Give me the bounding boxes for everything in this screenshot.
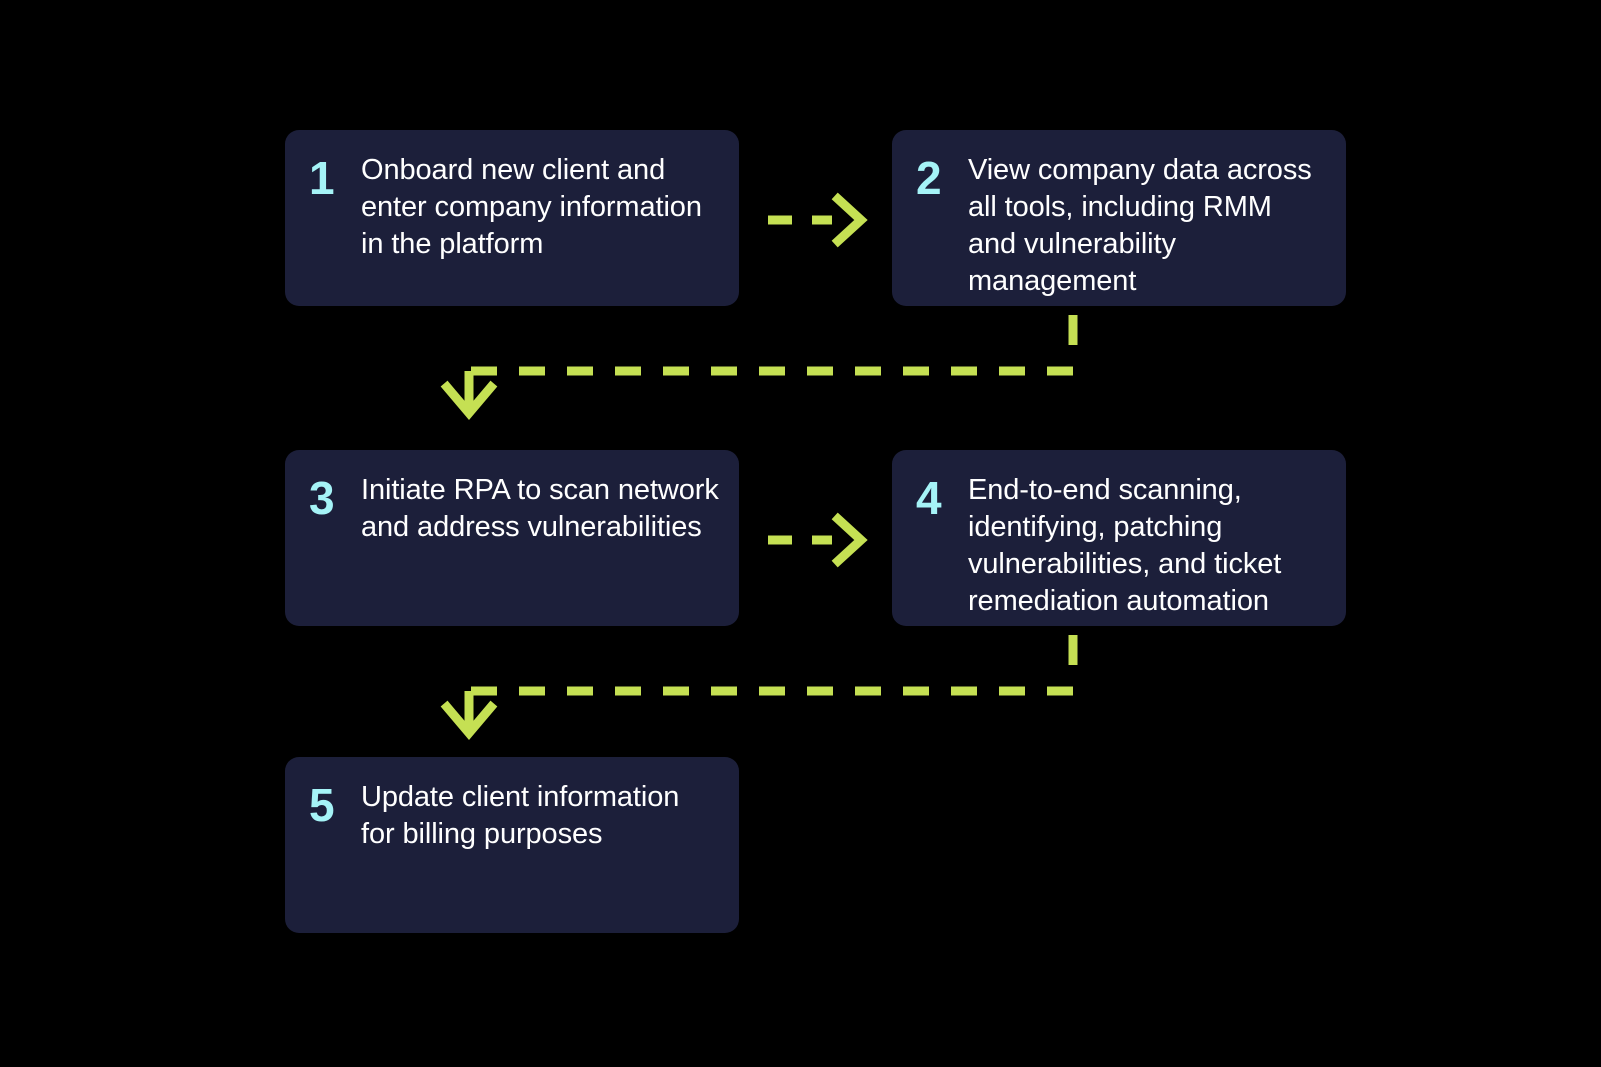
connector-step3-to-step4	[760, 512, 880, 568]
step-text-3: Initiate RPA to scan network and address…	[361, 474, 719, 543]
step-number-1: 1	[309, 152, 335, 204]
step-text-5: Update client information for billing pu…	[361, 781, 680, 850]
step-box-4[interactable]: 4 End-to-end scanning, identifying, patc…	[892, 450, 1346, 626]
connector-step2-to-step3	[440, 315, 1095, 425]
arrow-down-left-path	[440, 635, 1078, 740]
arrow-down-left-path	[440, 315, 1078, 420]
connector-step4-to-step5	[440, 635, 1095, 745]
step-number-3: 3	[309, 472, 335, 524]
arrow-right-icon	[768, 192, 868, 248]
step-number-5: 5	[309, 779, 335, 831]
step-number-2: 2	[916, 152, 942, 204]
step-text-1: Onboard new client and enter company inf…	[361, 154, 702, 260]
step-box-2[interactable]: 2 View company data across all tools, in…	[892, 130, 1346, 306]
step-text-2: View company data across all tools, incl…	[968, 154, 1312, 297]
step-box-1[interactable]: 1 Onboard new client and enter company i…	[285, 130, 739, 306]
step-text-4: End-to-end scanning, identifying, patchi…	[968, 474, 1282, 617]
step-number-4: 4	[916, 472, 942, 524]
connector-step1-to-step2	[760, 192, 880, 248]
arrow-right-icon	[768, 512, 868, 568]
step-box-3[interactable]: 3 Initiate RPA to scan network and addre…	[285, 450, 739, 626]
step-box-5[interactable]: 5 Update client information for billing …	[285, 757, 739, 933]
